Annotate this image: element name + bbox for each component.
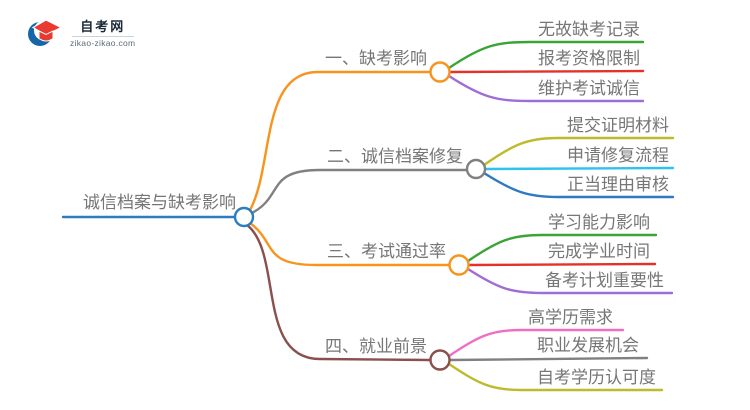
branch-3-leaf-2-line: [467, 262, 657, 267]
branch-4-label: 四、就业前景: [325, 337, 427, 356]
branch-2-leaf-1-line: [482, 136, 675, 167]
branch-1-leaf-1-label: 无故缺考记录: [538, 20, 640, 39]
site-logo: 自考网 zikao-zikao.com: [28, 18, 135, 48]
logo-divider: [71, 35, 134, 37]
site-name: 自考网: [80, 18, 126, 34]
branch-2-leaf-3-label: 正当理由审核: [567, 175, 669, 194]
branch-3-line: [248, 221, 451, 267]
branch-4-node-circle: [429, 349, 451, 371]
root-node-circle: [233, 206, 255, 228]
branch-4-leaf-2-label: 职业发展机会: [537, 336, 639, 355]
branch-2-node-circle: [465, 158, 487, 180]
branch-4-line: [245, 223, 432, 362]
branch-1-leaf-2-label: 报考资格限制: [538, 49, 640, 68]
branch-3-node-circle: [448, 254, 470, 276]
branch-3-label: 三、考试通过率: [327, 242, 446, 261]
branch-1-leaf-2-line: [448, 69, 645, 74]
branch-3-leaf-1-line: [466, 233, 658, 263]
branch-4-leaf-3-line: [447, 362, 664, 392]
branch-3-leaf-3-label: 备考计划重要性: [545, 271, 664, 290]
branch-2-line: [250, 168, 468, 215]
site-url: zikao-zikao.com: [70, 37, 136, 48]
branch-2-leaf-2-label: 申请修复流程: [567, 146, 669, 165]
branch-1-node-circle: [429, 61, 451, 83]
branch-3-leaf-3-line: [466, 267, 674, 295]
branch-1-leaf-3-line: [447, 74, 645, 103]
graduation-cap-icon: [28, 19, 63, 46]
branch-1-leaf-3-label: 维护考试诚信: [538, 79, 640, 98]
branch-1-label: 一、缺考影响: [325, 49, 427, 68]
branch-4-leaf-3-label: 自考学历认可度: [537, 368, 656, 387]
root-label: 诚信档案与缺考影响: [83, 193, 236, 212]
branch-4-leaf-1-line: [447, 328, 625, 358]
branch-2-leaf-2-line: [483, 166, 675, 171]
branch-2-leaf-3-line: [482, 171, 675, 199]
branch-1-leaf-1-line: [447, 40, 645, 70]
branch-3-leaf-1-label: 学习能力影响: [548, 213, 650, 232]
branch-4-leaf-2-line: [448, 356, 649, 362]
branch-4-leaf-1-label: 高学历需求: [528, 308, 613, 327]
branch-2-leaf-1-label: 提交证明材料: [567, 116, 669, 135]
branch-1-line: [248, 70, 432, 212]
branch-2-label: 二、诚信档案修复: [327, 147, 463, 166]
branch-3-leaf-2-label: 完成学业时间: [548, 242, 650, 261]
